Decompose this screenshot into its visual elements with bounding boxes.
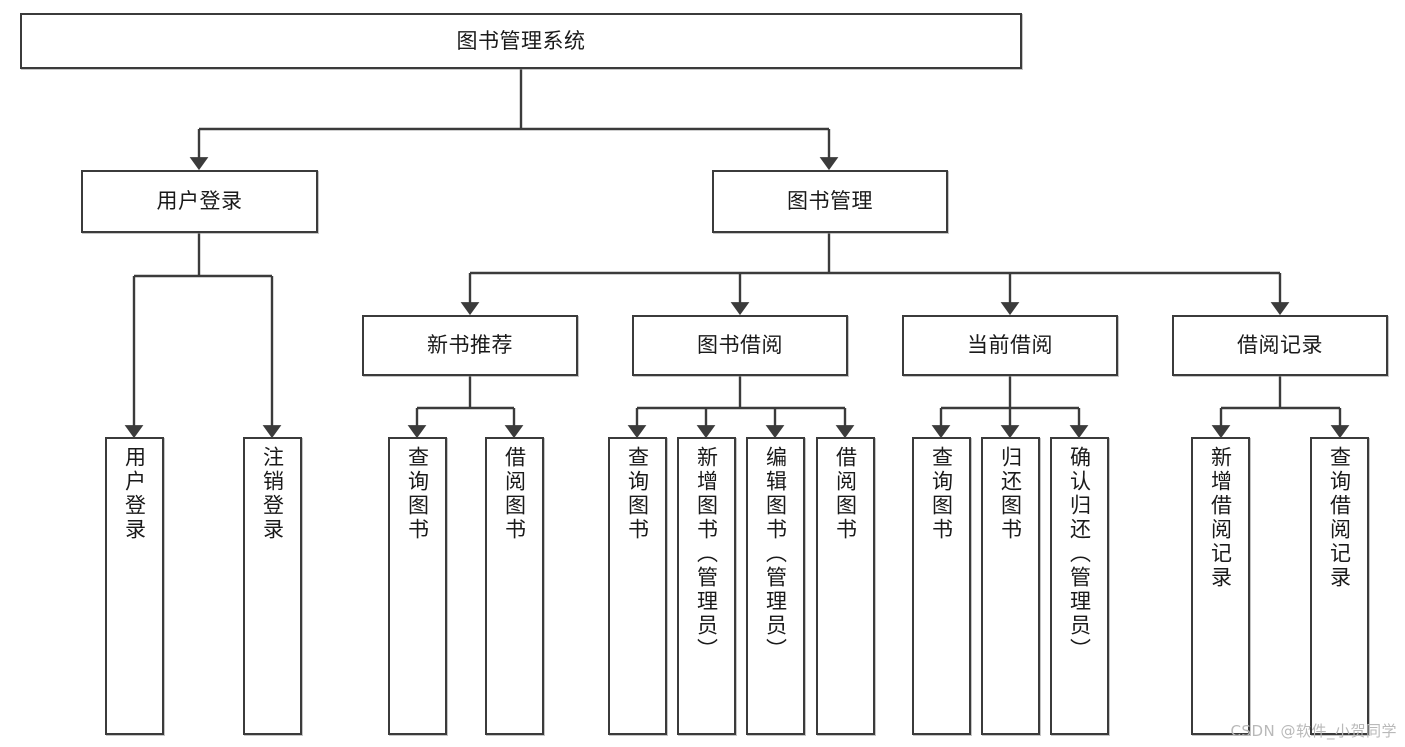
node-label: 借阅记录 — [1237, 333, 1323, 358]
node-label: 图书管理系统 — [456, 28, 586, 53]
node-user-login[interactable]: 用户登录 — [81, 170, 318, 233]
node-label: 归还图书 — [998, 446, 1023, 542]
node-current-borrow[interactable]: 当前借阅 — [902, 315, 1118, 376]
leaf-current-confirm-return-admin[interactable]: 确认归还（管理员） — [1050, 437, 1109, 735]
leaf-user-login-logout[interactable]: 注销登录 — [243, 437, 302, 735]
leaf-recommend-query-book[interactable]: 查询图书 — [388, 437, 447, 735]
leaf-record-query-record[interactable]: 查询借阅记录 — [1310, 437, 1369, 735]
csdn-watermark: CSDN @软件_小贺同学 — [1230, 722, 1397, 740]
leaf-current-query-book[interactable]: 查询图书 — [912, 437, 971, 735]
node-label: 查询图书 — [405, 446, 430, 542]
node-label: 新增图书（管理员） — [694, 446, 719, 662]
node-label: 新书推荐 — [427, 333, 513, 358]
node-label: 查询图书 — [625, 446, 650, 542]
node-label: 新增借阅记录 — [1208, 446, 1233, 590]
node-label: 图书管理 — [787, 189, 873, 214]
node-label: 用户登录 — [122, 446, 147, 542]
node-label: 图书借阅 — [697, 333, 783, 358]
node-borrow-record[interactable]: 借阅记录 — [1172, 315, 1388, 376]
node-label: 查询借阅记录 — [1327, 446, 1352, 590]
node-label: 确认归还（管理员） — [1067, 446, 1092, 662]
leaf-record-add-record[interactable]: 新增借阅记录 — [1191, 437, 1250, 735]
leaf-borrow-query-book[interactable]: 查询图书 — [608, 437, 667, 735]
leaf-borrow-edit-book-admin[interactable]: 编辑图书（管理员） — [746, 437, 805, 735]
node-label: 用户登录 — [156, 189, 243, 214]
node-label: 注销登录 — [260, 446, 285, 542]
node-book-borrow[interactable]: 图书借阅 — [632, 315, 848, 376]
node-label: 编辑图书（管理员） — [763, 446, 788, 662]
node-label: 当前借阅 — [967, 333, 1053, 358]
leaf-recommend-borrow-book[interactable]: 借阅图书 — [485, 437, 544, 735]
node-new-book-recommend[interactable]: 新书推荐 — [362, 315, 578, 376]
leaf-borrow-borrow-book[interactable]: 借阅图书 — [816, 437, 875, 735]
node-label: 借阅图书 — [502, 446, 527, 542]
node-label: 查询图书 — [929, 446, 954, 542]
node-book-management[interactable]: 图书管理 — [712, 170, 948, 233]
leaf-current-return-book[interactable]: 归还图书 — [981, 437, 1040, 735]
leaf-user-login-login[interactable]: 用户登录 — [105, 437, 164, 735]
leaf-borrow-add-book-admin[interactable]: 新增图书（管理员） — [677, 437, 736, 735]
node-root-system[interactable]: 图书管理系统 — [20, 13, 1022, 69]
node-label: 借阅图书 — [833, 446, 858, 542]
